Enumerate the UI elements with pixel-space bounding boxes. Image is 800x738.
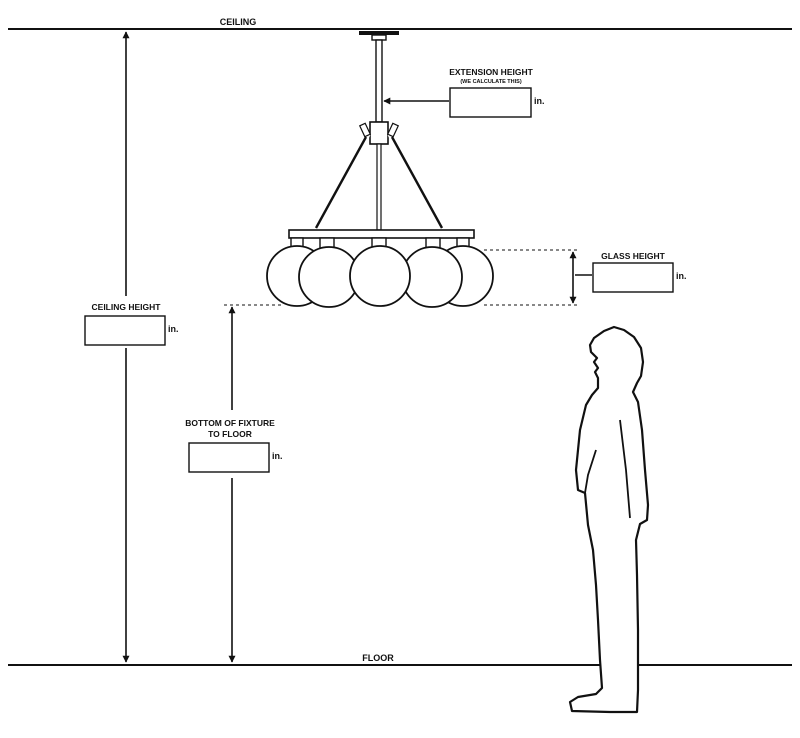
ceiling-height-label: CEILING HEIGHT — [92, 302, 162, 312]
floor-label: FLOOR — [362, 653, 394, 663]
ceiling-height-callout: CEILING HEIGHT in. — [84, 31, 179, 663]
bottom-to-floor-label-line2: TO FLOOR — [208, 429, 252, 439]
bottom-to-floor-input[interactable] — [188, 442, 270, 473]
person-arm-detail — [584, 419, 631, 519]
ceiling-label: CEILING — [220, 17, 257, 27]
extension-height-input[interactable] — [449, 87, 532, 118]
glass-height-label: GLASS HEIGHT — [601, 251, 666, 261]
ceiling-height-input[interactable] — [84, 315, 166, 346]
extension-height-label: EXTENSION HEIGHT — [449, 67, 533, 77]
extension-height-callout: EXTENSION HEIGHT (WE CALCULATE THIS) in. — [383, 67, 545, 118]
chandelier-fixture — [266, 31, 494, 308]
extension-height-note: (WE CALCULATE THIS) — [460, 79, 521, 85]
ceiling-height-unit: in. — [168, 324, 179, 334]
extension-height-unit: in. — [534, 96, 545, 106]
bottom-to-floor-label-line1: BOTTOM OF FIXTURE — [185, 418, 275, 428]
glass-height-input[interactable] — [592, 262, 674, 293]
person-silhouette — [568, 325, 650, 714]
bottom-to-floor-callout: BOTTOM OF FIXTURE TO FLOOR in. — [185, 304, 284, 663]
glass-height-unit: in. — [676, 271, 687, 281]
glass-height-callout: GLASS HEIGHT in. — [484, 249, 687, 306]
bottom-to-floor-unit: in. — [272, 451, 283, 461]
